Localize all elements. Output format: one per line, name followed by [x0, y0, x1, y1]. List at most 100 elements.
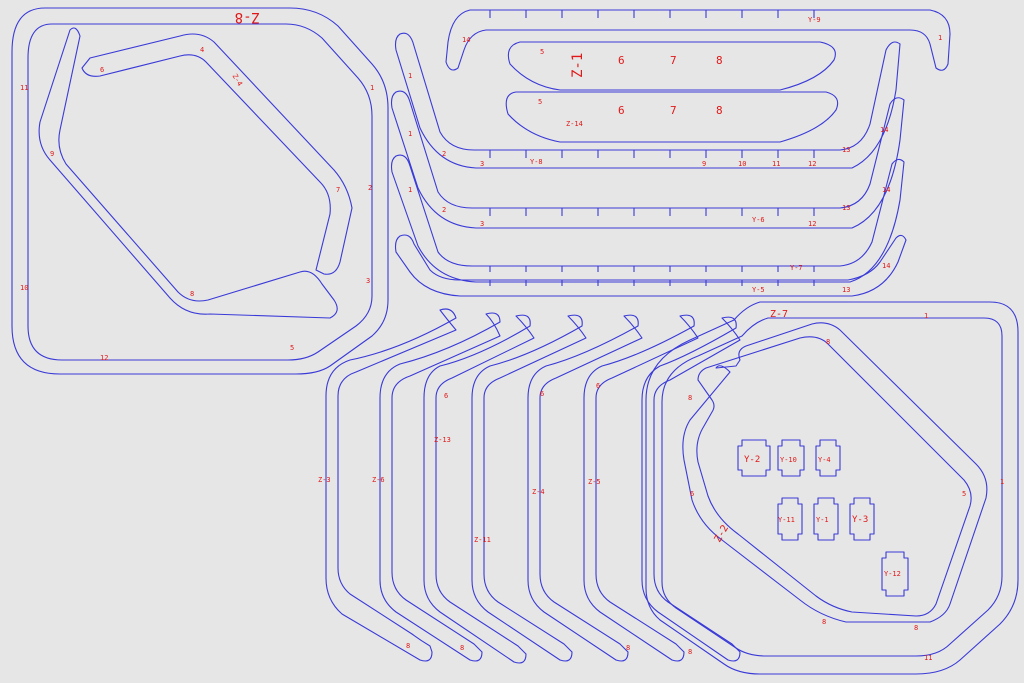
arc-slot-6b: 6: [540, 390, 544, 398]
z14-slot-5: 5: [538, 98, 542, 106]
y11-outline: [777, 497, 803, 541]
tab-y3: Y-3: [849, 497, 875, 541]
y3-label: Y-3: [852, 515, 868, 525]
strip-slot-1c: 1: [408, 186, 412, 194]
strip-slot-12a: 12: [808, 160, 816, 168]
z6-label: Z-6: [372, 476, 385, 484]
strip-slot-3a: 3: [480, 160, 484, 168]
strip-slot-1b: 1: [408, 130, 412, 138]
part-y5-strip: Y-5 13: [394, 234, 907, 297]
arc-slot-6a: 6: [444, 392, 448, 400]
strip-slot-13a: 13: [842, 146, 850, 154]
y5-label: Y-5: [752, 286, 765, 294]
z7-slot-8a: 8: [826, 338, 830, 346]
y4-label: Y-4: [818, 456, 831, 464]
z14-slot-6: 6: [618, 104, 625, 117]
z14-slot-7: 7: [670, 104, 677, 117]
arc-slot-8d: 8: [688, 648, 692, 656]
y6-label: Y-6: [752, 216, 765, 224]
z8-slot-2: 2: [368, 184, 372, 192]
strip-slot-14a: 14: [880, 126, 888, 134]
arc-slot-8a: 8: [406, 642, 410, 650]
z3-label: Z-3: [318, 476, 331, 484]
z7-slot-1b: 1: [1000, 478, 1004, 486]
strip-slot-3b: 3: [480, 220, 484, 228]
arc-slot-8c: 8: [626, 644, 630, 652]
strip-slot-2b: 2: [442, 206, 446, 214]
tab-y1: Y-1: [813, 497, 839, 541]
y6-outline: [390, 90, 905, 229]
y9-label: Y-9: [808, 16, 821, 24]
z13-label: Z-13: [434, 436, 451, 444]
y1-label: Y-1: [816, 516, 829, 524]
part-y6-strip: Y-6: [390, 90, 905, 229]
y10-label: Y-10: [780, 456, 797, 464]
arc-slot-8b: 8: [460, 644, 464, 652]
strip-slot-labels: 1 1 1 2 2 3 3 14 14 14 13 13 12 12 11 10…: [408, 72, 890, 270]
z8-slot-7: 7: [336, 186, 340, 194]
z5-label: Z-5: [588, 478, 601, 486]
strip-slot-10: 10: [738, 160, 746, 168]
strip-slot-13b: 13: [842, 204, 850, 212]
z8-ring-inner: [81, 33, 353, 275]
z7-slot-8c: 8: [822, 618, 826, 626]
y10-outline: [777, 439, 805, 477]
z8-ring-outer: [38, 27, 338, 319]
z7-inner-frame: [661, 317, 1003, 657]
z8-slot-12: 12: [100, 354, 108, 362]
y3-outline: [849, 497, 875, 541]
z8-slot-5: 5: [290, 344, 294, 352]
z8-part-y: Z-4: [231, 73, 244, 88]
tab-y12: Y-12: [881, 551, 909, 597]
z2-ring-inner: [696, 336, 972, 617]
y8-outline: [394, 32, 901, 169]
part-z1: Z-1 6 7 8 5: [507, 41, 836, 91]
z1-slot-6: 6: [618, 54, 625, 67]
y4-outline: [815, 439, 841, 477]
z14-slot-8: 8: [716, 104, 723, 117]
z8-slot-11: 11: [20, 84, 28, 92]
y2-outline: [737, 439, 771, 477]
tab-y10: Y-10: [777, 439, 805, 477]
y-tabs: Y-2 Y-10 Y-4 Y-11 Y-1 Y-3 Y-12: [737, 439, 909, 597]
z1-label: Z-1: [570, 53, 586, 78]
part-y9-strip: Y-9 14 1: [445, 9, 951, 71]
y7-outline: [390, 154, 905, 283]
z8-slot-3: 3: [366, 277, 370, 285]
strip-slot-12b: 12: [808, 220, 816, 228]
y9-slot-14: 14: [462, 36, 470, 44]
z8-slot-6: 6: [100, 66, 104, 74]
z4-label: Z-4: [532, 488, 545, 496]
part-y7-strip: Y-7: [390, 154, 905, 283]
z14-outline: [505, 91, 839, 143]
y9-outline: [445, 9, 951, 71]
arc-z6-outline: [379, 312, 501, 662]
z7-slot-11: 11: [924, 654, 932, 662]
z7-slot-1: 1: [924, 312, 928, 320]
part-z8: Z-8 1 2 3 4 5 6 7 8 9 10 11 12 Z-4: [11, 7, 389, 375]
y5-slot-13: 13: [842, 286, 850, 294]
y5-outline: [394, 234, 907, 297]
part-y8-strip: Y-8: [394, 32, 901, 169]
z14-label: Z-14: [566, 120, 583, 128]
arc-z7-tail: [641, 316, 741, 662]
slot-ticks: [489, 10, 815, 286]
z8-slot-9: 9: [50, 150, 54, 158]
z1-slot-7: 7: [670, 54, 677, 67]
z8-slot-10: 10: [20, 284, 28, 292]
z8-slot-1: 1: [370, 84, 374, 92]
strip-slot-9: 9: [702, 160, 706, 168]
strip-slot-2a: 2: [442, 150, 446, 158]
z7-label: Z-7: [770, 309, 788, 320]
z8-slot-4: 4: [200, 46, 204, 54]
y7-label: Y-7: [790, 264, 803, 272]
z7-slot-5: 5: [962, 490, 966, 498]
arc-z13-outline: [423, 314, 535, 664]
y1-outline: [813, 497, 839, 541]
y12-label: Y-12: [884, 570, 901, 578]
strip-slot-1a: 1: [408, 72, 412, 80]
y11-label: Y-11: [778, 516, 795, 524]
z1-slot-5: 5: [540, 48, 544, 56]
z8-inner-frame: [27, 23, 373, 361]
